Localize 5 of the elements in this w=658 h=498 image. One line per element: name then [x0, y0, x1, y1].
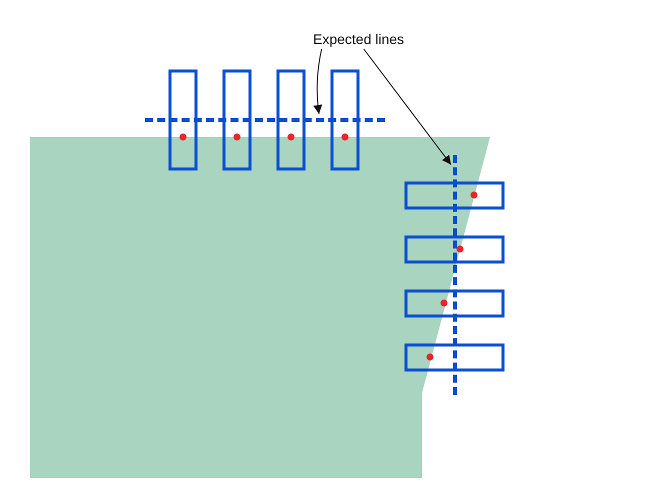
callout-text: Expected lines: [313, 30, 404, 48]
dashed-line: [145, 118, 385, 122]
leader-line: [313, 48, 322, 114]
leader-line: [363, 48, 452, 166]
dashed-line: [453, 155, 457, 395]
